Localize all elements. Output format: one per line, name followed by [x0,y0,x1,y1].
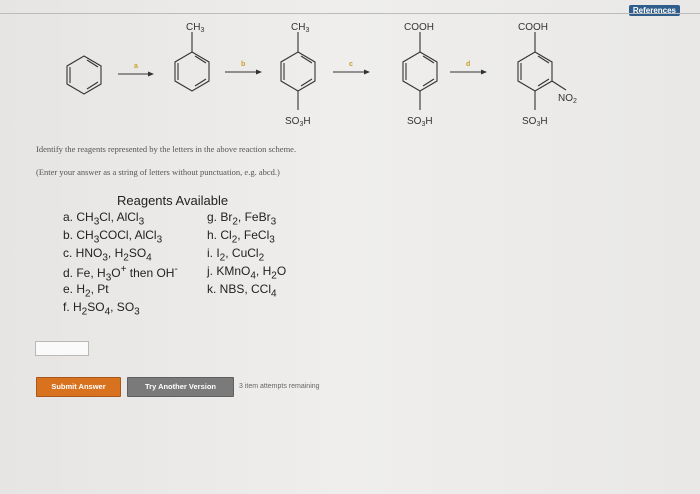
reaction-scheme: a b c d CH3 CH3 SO3H COOH SO3H COOH SO3H… [66,22,577,128]
try-another-version-button[interactable]: Try Another Version [127,377,234,397]
submit-answer-button[interactable]: Submit Answer [36,377,121,397]
substituent-ch3-1: CH3 [186,22,204,34]
step-label-c: c [349,61,353,68]
arrow-c [333,69,370,75]
substituent-so3h-3: SO3H [407,116,433,128]
arrow-b [225,69,262,75]
instruction-line-2: (Enter your answer as a string of letter… [36,167,280,177]
benzene-ring-2 [280,32,316,110]
reagent-a: a. CH3Cl, AlCl3 [63,210,145,228]
step-label-b: b [241,61,245,68]
reagent-k: k. NBS, CCl4 [207,282,277,300]
reagent-b: b. CH3COCl, AlCl3 [63,228,163,246]
reagent-h: h. Cl2, FeCl3 [207,228,275,246]
substituent-so3h-2: SO3H [285,116,311,128]
arrow-a [118,71,154,77]
reagent-d: d. Fe, H3O+ then OH- [63,264,178,284]
answer-input[interactable] [35,341,89,356]
reagents-title: Reagents Available [117,193,229,208]
reagent-g: g. Br2, FeBr3 [207,210,277,228]
substituent-cooh-3: COOH [404,22,434,33]
substituent-ch3-2: CH3 [291,22,309,34]
instruction-line-1: Identify the reagents represented by the… [36,144,297,154]
substituent-cooh-4: COOH [518,22,548,33]
reagent-j: j. KMnO4, H2O [207,264,287,282]
benzene-ring-3 [402,32,438,110]
reagent-c: c. HNO3, H2SO4 [63,246,152,264]
benzene-ring-1 [174,32,210,92]
reagent-f: f. H2SO4, SO3 [63,300,140,318]
reagent-i: i. I2, CuCl2 [207,246,265,264]
step-label-d: d [466,61,470,68]
substituent-no2-4: NO2 [558,93,577,105]
attempts-remaining: 3 item attempts remaining [239,383,320,390]
substituent-so3h-4: SO3H [522,116,548,128]
arrow-d [450,69,487,75]
step-label-a: a [134,63,138,70]
top-divider [0,13,700,14]
benzene-ring-0 [66,55,102,95]
reagent-e: e. H2, Pt [63,282,109,300]
benzene-ring-4 [517,32,567,110]
references-link[interactable]: References [628,5,680,16]
